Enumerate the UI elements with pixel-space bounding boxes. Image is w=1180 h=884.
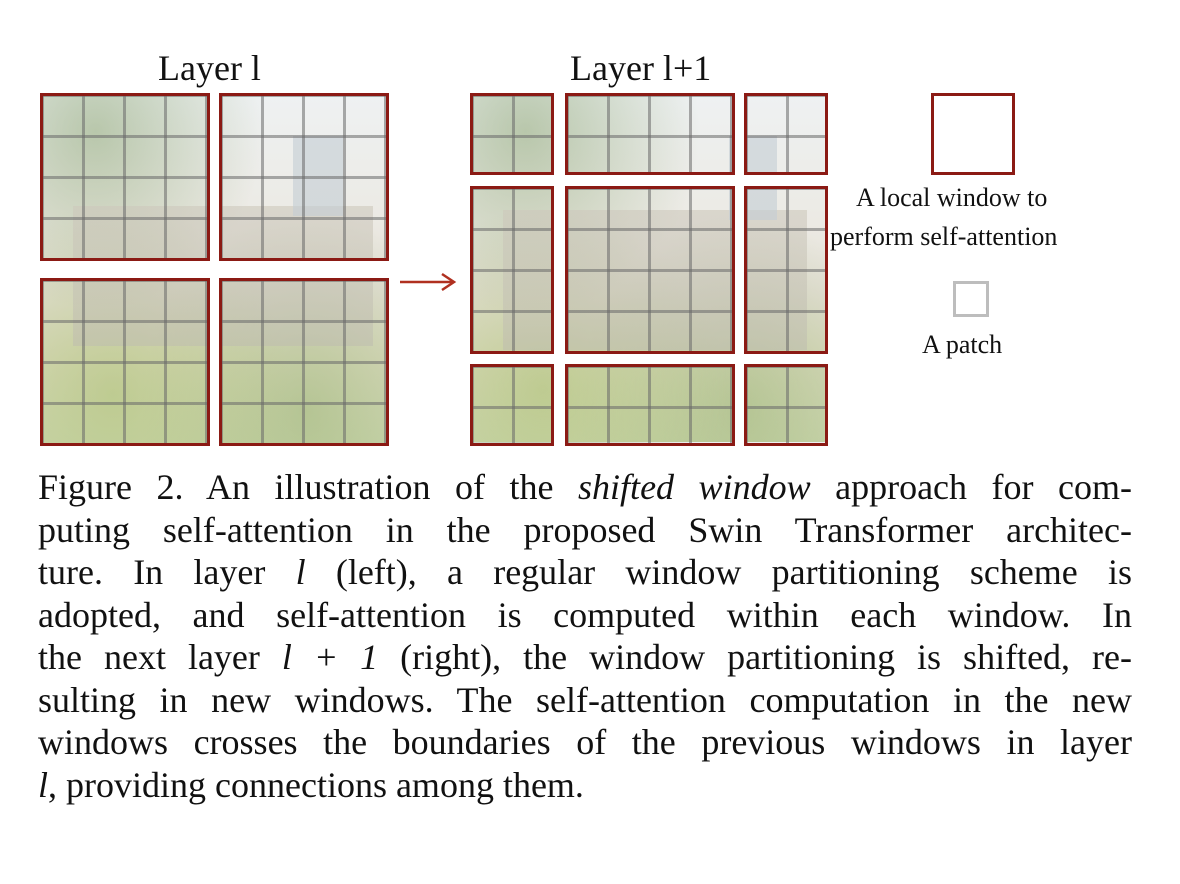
layer-l-plus-1-window [744, 93, 828, 175]
caption-line: sulting in new windows. The self-attenti… [38, 679, 1132, 722]
layer-l-window [40, 278, 210, 446]
layer-l-plus-1-window [565, 364, 735, 446]
layer-l-plus-1-window [470, 93, 554, 175]
layer-l-plus-1-window [470, 364, 554, 446]
caption-segment: puting self-attention in the proposed Sw… [38, 509, 1132, 550]
caption-segment: ture. In layer [38, 552, 296, 592]
legend-window-label-2: perform self-attention [830, 222, 1058, 251]
caption-segment: the next layer [38, 637, 282, 677]
caption-segment: Figure 2. An illustration of the [38, 467, 579, 507]
caption-segment: l + 1 [281, 637, 379, 677]
caption-segment: (left), a regular window partitioning sc… [305, 552, 1133, 592]
caption-segment: , providing connections among them. [48, 764, 584, 805]
layer-l-plus-1-window [565, 93, 735, 175]
layer-l-title: Layer l [158, 48, 261, 88]
right-arrow-icon [400, 272, 457, 292]
layer-l-plus-1-window [744, 186, 828, 354]
layer-l-plus-1-window [565, 186, 735, 354]
legend-patch-label: A patch [922, 330, 1003, 359]
caption-line: l, providing connections among them. [38, 764, 1132, 807]
figure-caption: Figure 2. An illustration of the shifted… [38, 466, 1132, 806]
caption-line: adopted, and self-attention is computed … [38, 594, 1132, 637]
layer-l-window [40, 93, 210, 261]
caption-segment: adopted, and self-attention is computed … [38, 594, 1132, 635]
legend-patch-swatch [953, 281, 989, 317]
caption-segment: l [295, 552, 306, 592]
caption-segment: l [38, 764, 49, 805]
caption-line: ture. In layer l (left), a regular windo… [38, 551, 1132, 594]
caption-line: Figure 2. An illustration of the shifted… [38, 466, 1132, 509]
layer-l-plus-1-title: Layer l+1 [570, 48, 712, 88]
legend-window-swatch [931, 93, 1015, 175]
legend-window-label: A local window to [856, 183, 1048, 212]
caption-segment: sulting in new windows. The self-attenti… [38, 679, 1132, 720]
layer-l-plus-1-window [744, 364, 828, 446]
caption-line: the next layer l + 1 (right), the window… [38, 636, 1132, 679]
layer-l-window [219, 278, 389, 446]
caption-line: puting self-attention in the proposed Sw… [38, 509, 1132, 552]
caption-line: windows crosses the boundaries of the pr… [38, 721, 1132, 764]
caption-segment: (right), the window partitioning is shif… [378, 637, 1132, 677]
caption-segment: windows crosses the boundaries of the pr… [38, 722, 1132, 762]
layer-l-plus-1-window [470, 186, 554, 354]
caption-segment: shifted window [578, 467, 811, 507]
caption-segment: approach for com- [810, 467, 1133, 507]
layer-l-window [219, 93, 389, 261]
